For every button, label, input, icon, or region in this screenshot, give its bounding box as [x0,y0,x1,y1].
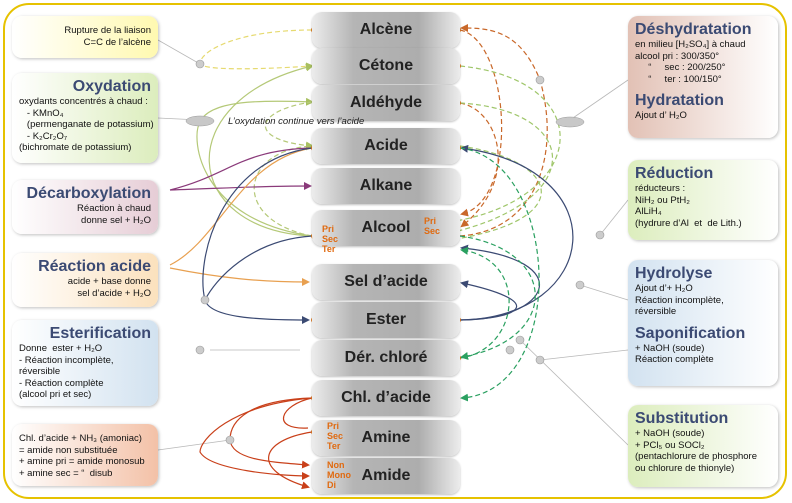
box-line: (hydrure d’Al et de Lith.) [635,217,742,229]
box-line: Ajout d’+ H₂O [635,283,693,294]
box-line: C=C de l’alcène [83,36,151,48]
compound-amide: Amide [312,458,460,494]
box-subtitle: Saponification [635,324,746,342]
compound-der-chlore: Dér. chloré [312,340,460,376]
box-rupture: Rupture de la liaison C=C de l’alcène [12,16,158,58]
box-line: (permenganate de potassium) [19,119,154,130]
box-line: réducteurs : [635,183,686,194]
box-line: + amine pri = amide monosub [19,456,145,467]
box-line: Rupture de la liaison [64,25,151,36]
box-line: réversible [19,366,61,377]
box-line: + NaOH (soude) [635,342,705,354]
box-line: - K₂Cr₂O₇ [19,130,68,142]
box-line: AlLiH₄ [635,206,662,217]
box-reduction: Réduction réducteurs : NiH₂ ou PtH₂ AlLi… [628,160,778,240]
box-line: Réaction à chaud [77,203,151,214]
box-line: - KMnO₄ [19,107,64,119]
box-line: Chl. d’acide + NH₃ (amoniac) [19,433,142,444]
box-line: Ajout d’ H₂O [635,110,687,121]
box-line: + amine sec = “ disub [19,467,113,479]
wire-rupture [199,29,314,71]
box-deshydratation: Déshydratation en milieu [H₂SO₄] à chaud… [628,16,778,138]
tag-pri: Pri [322,224,335,234]
compound-chl-acide: Chl. d’acide [312,380,460,416]
box-title: Substitution [635,410,729,427]
box-line: (alcool pri et sec) [19,389,92,400]
box-line: en milieu [H₂SO₄] à chaud [635,39,746,50]
box-subtitle: Hydratation [635,92,724,109]
box-line: + NaOH (soude) [635,428,705,439]
box-line: donne sel + H₂O [81,214,151,226]
box-title: Réduction [635,165,714,182]
compound-acide: Acide [312,128,460,164]
amine-tags: Pri Sec Ter [327,421,343,451]
tag-di: Di [327,480,336,490]
box-line: “ ter : 100/150° [635,73,722,85]
box-line: réversible [635,306,677,317]
continuation-label: L’oxydation continue vers l’acide [228,116,365,127]
compound-ester: Ester [312,302,460,338]
amide-tags: Non Mono Di [327,460,351,490]
box-line: ou chlorure de thionyle) [635,462,735,474]
tag-ter: Ter [327,441,341,451]
diagram-frame [3,3,787,499]
compound-alkane: Alkane [312,168,460,204]
box-line: (bichromate de potassium) [19,142,132,153]
box-line: = amide non substituée [19,444,118,456]
tag-ter: Ter [322,244,336,254]
tag-pri: Pri [424,216,437,226]
box-title: Esterification [49,325,151,342]
box-line: alcool pri : 300/350° [635,50,720,62]
tag-non: Non [327,460,345,470]
box-decarboxylation: Décarboxylation Réaction à chaud donne s… [12,180,158,234]
box-esterification: Esterification Donne ester + H₂O - Réact… [12,320,158,406]
tag-sec: Sec [327,431,344,441]
tag-mono: Mono [327,470,351,480]
box-title: Décarboxylation [26,185,151,202]
box-line: sel d’acide + H₂O [77,287,151,299]
box-line: Réaction incomplète, [635,294,724,306]
wire-decarboxylation [169,147,312,190]
box-hydrolyse: Hydrolyse Ajout d’+ H₂O Réaction incompl… [628,260,778,386]
box-line: NiH₂ ou PtH₂ [635,194,690,206]
box-reaction-acide: Réaction acide acide + base donne sel d’… [12,253,158,307]
alcool-left-tags: Pri Sec Ter [322,224,338,254]
compound-alcool: Alcool [312,210,460,246]
box-oxydation: Oxydation oxydants concentrés à chaud : … [12,73,158,163]
tag-sec: Sec [424,226,441,236]
box-line: - Réaction incomplète, [19,354,114,366]
box-line: Donne ester + H₂O [19,343,103,354]
box-title: Hydrolyse [635,265,713,282]
box-line: + PCl₅ ou SOCl₂ [635,439,705,451]
box-title: Déshydratation [635,21,752,38]
alcool-right-tags: Pri Sec [424,216,440,236]
box-amide: Chl. d’acide + NH₃ (amoniac) = amide non… [12,424,158,486]
compound-amine: Amine [312,420,460,456]
compound-aldehyde: Aldéhyde [312,85,460,121]
box-line: oxydants concentrés à chaud : [19,96,148,107]
box-line: (pentachlorure de phosphore [635,451,758,462]
box-substitution: Substitution + NaOH (soude) + PCl₅ ou SO… [628,405,778,487]
compound-sel-acide: Sel d’acide [312,264,460,300]
box-line: acide + base donne [67,276,151,287]
box-title: Réaction acide [38,258,151,275]
compound-alcene: Alcène [312,12,460,48]
compound-cetone: Cétone [312,48,460,84]
box-line: Réaction complète [635,354,714,365]
tag-pri: Pri [327,421,340,431]
box-title: Oxydation [72,78,151,95]
box-line: - Réaction complète [19,377,104,389]
tag-sec: Sec [322,234,339,244]
box-line: “ sec : 200/250° [635,62,726,73]
wire-reaction-acide [169,147,312,282]
